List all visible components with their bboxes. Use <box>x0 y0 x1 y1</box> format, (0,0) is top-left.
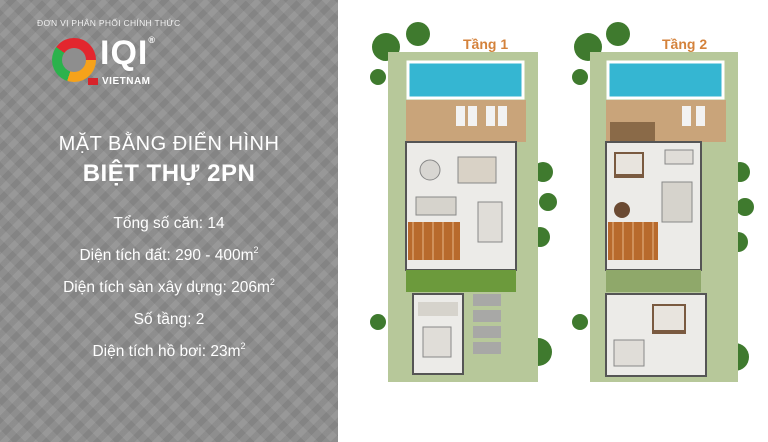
vietnam-flag-icon <box>88 78 98 85</box>
spec-floor-area: Diện tích sàn xây dựng: 206m2 <box>63 277 275 296</box>
iqi-logo: IQI® VIETNAM <box>52 36 202 92</box>
floor-2-plan <box>572 22 754 382</box>
floor-1-plan <box>370 22 557 382</box>
spec-floors: Số tầng: 2 <box>133 311 205 328</box>
spec-pool-area: Diện tích hồ bơi: 23m2 <box>92 341 246 360</box>
info-panel: ĐƠN VỊ PHÂN PHỐI CHÍNH THỨC IQI® VIETNAM… <box>0 0 338 442</box>
page-title: MẶT BẰNG ĐIỂN HÌNH <box>58 133 280 155</box>
floorplan-panel: Tầng 1 Tầng 2 <box>338 0 768 442</box>
spec-total-units: Tổng số căn: 14 <box>113 215 225 232</box>
spec-land-area: Diện tích đất: 290 - 400m2 <box>79 245 259 264</box>
floor-2-label: Tầng 2 <box>662 36 708 52</box>
distributor-caption: ĐƠN VỊ PHÂN PHỐI CHÍNH THỨC <box>37 18 181 28</box>
page-subtitle: BIỆT THỰ 2PN <box>82 160 256 187</box>
logo-wordmark: IQI® <box>100 34 156 72</box>
logo-subtitle: VIETNAM <box>102 76 151 87</box>
logo-emblem-icon <box>52 38 96 82</box>
floor-1-label: Tầng 1 <box>463 36 509 52</box>
